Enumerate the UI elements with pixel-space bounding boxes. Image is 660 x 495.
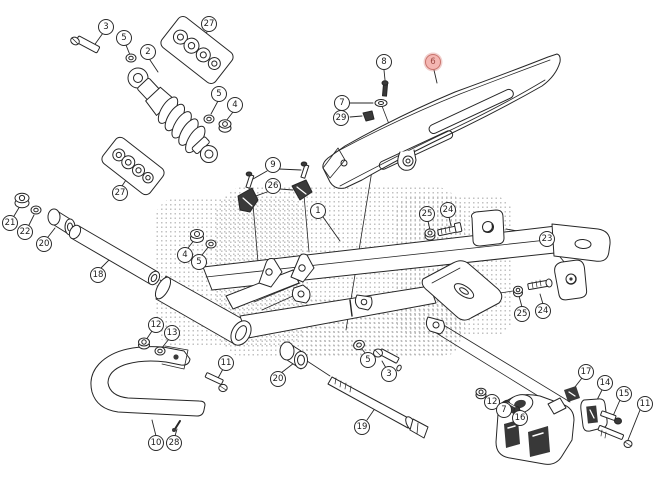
pivot-bolt <box>327 376 429 439</box>
callout-28[interactable]: 28 <box>166 435 182 451</box>
callout-18[interactable]: 18 <box>90 267 106 283</box>
chain-guard <box>322 53 561 189</box>
callout-20[interactable]: 20 <box>36 236 52 252</box>
tensioner-nut-upper <box>424 228 436 241</box>
callout-27[interactable]: 27 <box>112 185 128 201</box>
tensioner-bolt-lower <box>527 278 553 291</box>
pivot-washer <box>30 205 42 215</box>
shock-washer-right <box>203 114 215 124</box>
callout-11[interactable]: 11 <box>218 355 234 371</box>
callout-4[interactable]: 4 <box>227 97 243 113</box>
callout-19[interactable]: 19 <box>354 419 370 435</box>
callout-25[interactable]: 25 <box>419 206 435 222</box>
callout-10[interactable]: 10 <box>148 435 164 451</box>
guard-washer <box>374 99 388 107</box>
frame-washer-lower <box>353 339 365 351</box>
callout-20[interactable]: 20 <box>270 371 286 387</box>
callout-23[interactable]: 23 <box>539 231 555 247</box>
callout-8[interactable]: 8 <box>376 54 392 70</box>
callout-15[interactable]: 15 <box>616 386 632 402</box>
callout-9[interactable]: 9 <box>265 157 281 173</box>
callout-16[interactable]: 16 <box>512 410 528 426</box>
frame-washer <box>205 239 217 249</box>
callout-24[interactable]: 24 <box>440 202 456 218</box>
guide-clip <box>564 386 580 402</box>
callout-14[interactable]: 14 <box>597 375 613 391</box>
callout-5[interactable]: 5 <box>116 30 132 46</box>
callout-3[interactable]: 3 <box>381 366 397 382</box>
callout-12[interactable]: 12 <box>148 317 164 333</box>
callout-3[interactable]: 3 <box>98 19 114 35</box>
callout-5[interactable]: 5 <box>211 86 227 102</box>
shock-bolt <box>70 35 100 54</box>
tensioner-nut-lower <box>513 285 523 298</box>
callout-11[interactable]: 11 <box>637 396 653 412</box>
tensioner-plate-lower <box>554 259 588 301</box>
callout-13[interactable]: 13 <box>164 325 180 341</box>
shock-nut <box>218 119 232 133</box>
callout-5[interactable]: 5 <box>191 254 207 270</box>
frame-bolt-lower <box>373 348 402 372</box>
shock-absorber <box>127 67 218 164</box>
callout-24[interactable]: 24 <box>535 303 551 319</box>
seal-kit-upper <box>160 16 234 84</box>
callout-4[interactable]: 4 <box>177 247 193 263</box>
callout-21[interactable]: 21 <box>2 215 18 231</box>
guard-screw <box>381 80 389 97</box>
callout-6[interactable]: 6 <box>425 54 441 70</box>
callout-29[interactable]: 29 <box>333 110 349 126</box>
guide-bolt-long <box>597 425 633 448</box>
guide-bolt-short <box>600 410 622 425</box>
callout-7[interactable]: 7 <box>496 402 512 418</box>
pivot-bushing-right <box>279 341 308 370</box>
callout-7[interactable]: 7 <box>334 95 350 111</box>
callout-2[interactable]: 2 <box>140 44 156 60</box>
callout-27[interactable]: 27 <box>201 16 217 32</box>
hook-washer <box>154 346 166 356</box>
hook-nut <box>138 337 150 350</box>
frame-nut <box>190 229 204 243</box>
tensioner-plate-upper <box>471 209 505 247</box>
callout-17[interactable]: 17 <box>578 364 594 380</box>
chain-slider-hook <box>90 345 206 417</box>
callout-22[interactable]: 22 <box>17 224 33 240</box>
pivot-nut <box>14 192 30 209</box>
pivot-shaft <box>68 224 161 286</box>
tensioner-bolt-upper <box>437 222 463 237</box>
guard-clip <box>362 110 375 122</box>
callout-1[interactable]: 1 <box>310 203 326 219</box>
hook-bolt <box>204 372 228 393</box>
cable-guide-screws <box>245 161 310 189</box>
callout-25[interactable]: 25 <box>514 306 530 322</box>
callout-5[interactable]: 5 <box>360 352 376 368</box>
seal-kit-lower <box>101 136 165 196</box>
cable-guide-clamps <box>237 179 313 213</box>
shock-washer-upper <box>125 53 137 63</box>
hook-screw <box>172 420 181 432</box>
callout-26[interactable]: 26 <box>265 178 281 194</box>
